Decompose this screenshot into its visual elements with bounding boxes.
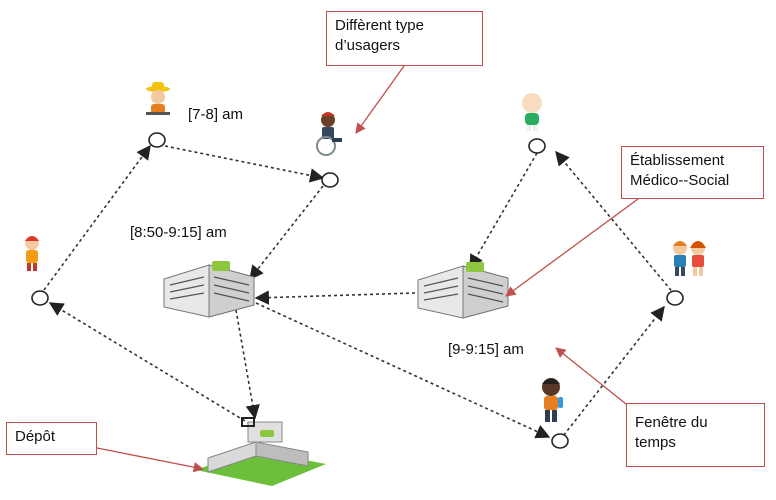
callout-usagers-line1: Diffèrent type [335, 17, 424, 34]
callout-depot: Dépôt [6, 422, 97, 455]
stop-nodes [31, 132, 684, 449]
route-arrow [555, 150, 676, 296]
callout-pointer [96, 447, 205, 473]
medico-social-building-icon [417, 262, 509, 319]
callout-pointer [555, 347, 637, 413]
callout-etablissement-line1: Établissement [630, 152, 725, 169]
user-girl-icon [25, 236, 39, 271]
callout-pointer [505, 195, 643, 297]
callout-fenetre-line1: Fenêtre du [635, 414, 708, 431]
time-window-label: [8:50-9:15] am [130, 224, 227, 241]
route-arrow [249, 185, 324, 281]
callout-depot-label: Dépôt [15, 428, 56, 445]
user-wheelchair-icon [316, 112, 342, 156]
callout-usagers: Diffèrent type d’usagers [326, 11, 483, 66]
route-arrow [559, 305, 665, 441]
callout-usagers-line2: d’usagers [335, 37, 401, 54]
stop-node [551, 433, 569, 449]
stop-node [321, 172, 339, 188]
user-baby-icon [522, 93, 542, 131]
route-arrow [254, 290, 416, 305]
callout-fenetre: Fenêtre du temps [626, 403, 765, 467]
depot-building-icon [196, 417, 326, 486]
callout-etablissement: Établissement Médico--Social [621, 146, 764, 199]
stop-node [148, 132, 166, 148]
route-arrow [164, 145, 325, 183]
stop-node [528, 138, 546, 154]
route-arrow [48, 302, 251, 425]
user-boy-backpack-icon [542, 378, 563, 422]
callout-pointers [96, 65, 643, 473]
route-arrow [43, 144, 151, 291]
route-arrow [255, 302, 551, 439]
user-children-pair-icon [673, 241, 706, 276]
time-window-label: [7-8] am [188, 106, 244, 123]
callout-etablissement-line2: Médico--Social [630, 172, 730, 189]
stop-node [666, 290, 684, 306]
callout-pointer [355, 65, 405, 134]
medico-social-building-icon [163, 261, 255, 318]
user-boy-hat-icon [146, 82, 170, 115]
stop-node [31, 290, 49, 306]
route-arrow [469, 152, 538, 270]
time-window-label: [9-9:15] am [448, 341, 524, 358]
route-arrows [43, 144, 676, 441]
callout-fenetre-line2: temps [635, 434, 676, 451]
route-arrow [235, 309, 260, 420]
